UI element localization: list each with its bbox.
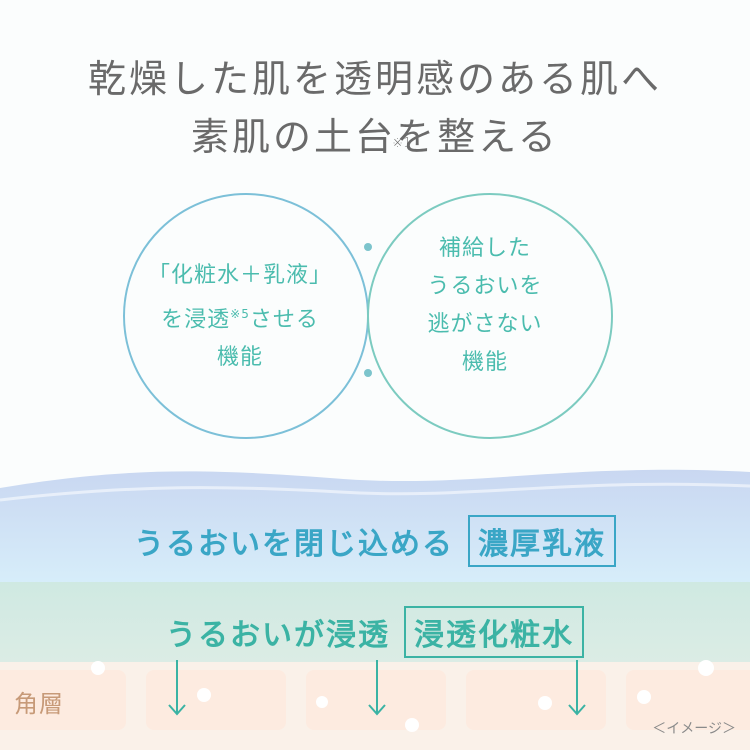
headline-line-2-part2: を整える xyxy=(396,115,559,159)
arrow-down-icon xyxy=(368,660,386,716)
left-line-2b: させる xyxy=(249,307,319,333)
right-line-4: 機能 xyxy=(461,350,508,375)
footnote-mark-1: ※1 xyxy=(392,136,412,151)
headline-line-2-part1: 素肌の土台 xyxy=(191,115,397,159)
bubble xyxy=(197,688,211,702)
skin-cell-2 xyxy=(146,670,286,730)
right-line-3: 逃がさない xyxy=(427,312,543,337)
arrow-down-icon xyxy=(568,660,586,716)
emulsion-label: うるおいを閉じ込める濃厚乳液 xyxy=(0,515,750,567)
footnote-mark-5: ※5 xyxy=(230,307,250,321)
left-line-3: 機能 xyxy=(216,345,263,371)
right-line-1: 補給した xyxy=(438,236,531,261)
left-line-2a: を浸透 xyxy=(161,307,231,333)
lotion-label: うるおいが浸透浸透化粧水 xyxy=(0,606,750,658)
headline-line-1: 乾燥した肌を透明感のある肌へ xyxy=(87,57,662,101)
emulsion-box: 濃厚乳液 xyxy=(468,515,616,567)
bubble xyxy=(316,696,328,708)
bubble xyxy=(637,690,651,704)
emulsion-highlight xyxy=(0,482,750,502)
left-circle-text: 「化粧水＋乳液」 を浸透※5させる 機能 xyxy=(130,257,350,377)
emulsion-layer xyxy=(0,469,750,585)
bubble xyxy=(405,718,419,732)
right-circle-text: 補給した うるおいを 逃がさない 機能 xyxy=(395,230,575,382)
image-note: ＜イメージ＞ xyxy=(652,721,736,737)
stratum-label: 角層 xyxy=(14,690,64,718)
arrow-down-icon xyxy=(168,660,186,716)
emulsion-text: うるおいを閉じ込める xyxy=(134,527,454,562)
bubble xyxy=(91,661,105,675)
lotion-box: 浸透化粧水 xyxy=(404,606,584,658)
bubble xyxy=(538,696,552,710)
skin-cell-4 xyxy=(466,670,606,730)
right-line-2: うるおいを xyxy=(427,274,543,299)
left-line-2: を浸透※5させる xyxy=(130,295,350,339)
lotion-text: うるおいが浸透 xyxy=(166,618,390,653)
skin-cell-1 xyxy=(0,670,126,730)
bubble xyxy=(698,660,714,676)
left-line-1: 「化粧水＋乳液」 xyxy=(147,263,332,288)
